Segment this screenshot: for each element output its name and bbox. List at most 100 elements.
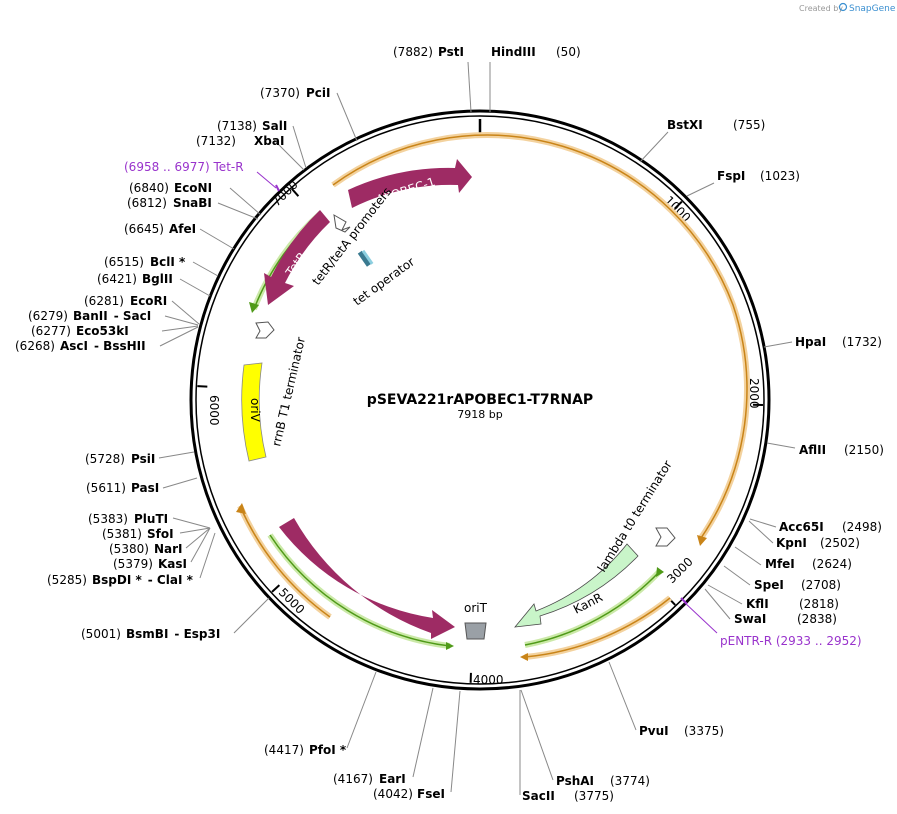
restriction-site[interactable]: (5728)PsiI	[85, 452, 155, 466]
primer-pentr-label: pENTR-R (2933 .. 2952)	[720, 634, 862, 648]
restriction-site[interactable]: (4167)EarI	[333, 772, 406, 786]
site-leader-line	[608, 661, 637, 731]
feature-tetr[interactable]	[264, 210, 330, 305]
site-position: (5001)	[81, 627, 121, 641]
site-name: SfoI	[147, 527, 174, 541]
restriction-site[interactable]: (5379)KasI	[113, 557, 187, 571]
site-position: (6515)	[104, 255, 144, 269]
restriction-site[interactable]: (5381) SfoI	[102, 527, 174, 541]
restriction-site[interactable]: (5611)PasI	[86, 481, 159, 495]
restriction-site[interactable]: (2838)SwaI	[734, 612, 837, 626]
restriction-site[interactable]: (3775)SacII	[522, 789, 614, 803]
restriction-site[interactable]: (3375)PvuI	[639, 724, 724, 738]
feature-lambda-terminator-arrow[interactable]	[655, 527, 676, 547]
restriction-site[interactable]: (7132)XbaI	[196, 134, 284, 148]
restriction-site[interactable]: (6279)BanII- SacI	[28, 309, 151, 323]
feature-trfa[interactable]	[279, 518, 455, 639]
site-leader-line	[158, 451, 195, 459]
site-position: (1732)	[842, 335, 882, 349]
site-position: (755)	[733, 118, 765, 132]
restriction-site[interactable]: (5380)NarI	[109, 542, 183, 556]
restriction-site[interactable]: (6515)BclI *	[104, 255, 186, 269]
restriction-site[interactable]: (6840)EcoNI	[129, 181, 212, 195]
restriction-site[interactable]: (5285)BspDI *- ClaI *	[47, 573, 194, 587]
site-position: (5728)	[85, 452, 125, 466]
credit-prefix: Created by	[799, 4, 843, 13]
site-position: (7370)	[260, 86, 300, 100]
site-leader-line	[450, 690, 461, 793]
site-position: (3775)	[574, 789, 614, 803]
restriction-site[interactable]: (2708)SpeI	[754, 578, 841, 592]
feature-oriv[interactable]	[241, 362, 267, 462]
site-name: BanII	[73, 309, 108, 323]
site-position: (6281)	[84, 294, 124, 308]
restriction-site[interactable]: (7138)SalI	[217, 119, 287, 133]
site-position: (5379)	[113, 557, 153, 571]
restriction-site[interactable]: (6421)BglII	[97, 272, 173, 286]
tick-mark	[271, 584, 281, 593]
site-position: (5611)	[86, 481, 126, 495]
site-leader-line	[336, 92, 358, 142]
restriction-site[interactable]: (1732) HpaI	[795, 335, 882, 349]
restriction-site[interactable]: (5383)PluTI	[88, 512, 168, 526]
site-name: Acc65I	[779, 520, 824, 534]
restriction-site[interactable]: (6277)Eco53kI	[31, 324, 129, 338]
feature-apobec1[interactable]	[348, 159, 472, 208]
site-leader-line	[159, 326, 199, 347]
site-position: (2624)	[812, 557, 852, 571]
restriction-site[interactable]: (4417) PfoI *	[264, 743, 347, 757]
orf-large-orange-line	[332, 134, 748, 539]
site-name: AscI	[60, 339, 88, 353]
restriction-site[interactable]: (1023)FspI	[717, 169, 800, 183]
site-leader-line	[763, 341, 793, 348]
feature-rrnb-terminator-arrow[interactable]	[255, 321, 275, 339]
restriction-site[interactable]: (2498)Acc65I	[779, 520, 882, 534]
site-name: EcoNI	[174, 181, 212, 195]
restriction-site[interactable]: (3774)PshAI	[556, 774, 650, 788]
plasmid-size: 7918 bp	[457, 408, 502, 421]
site-name: BstXI	[667, 118, 703, 132]
site-name: PfoI *	[309, 743, 347, 757]
restriction-site[interactable]: (5001)BsmBI- Esp3I	[81, 627, 220, 641]
primer-tetr-mark	[275, 184, 280, 192]
feature-kanr[interactable]	[514, 543, 639, 628]
site-name-secondary: - SacI	[114, 309, 151, 323]
restriction-site[interactable]: (4042)FseI	[373, 787, 445, 801]
site-position: (5285)	[47, 573, 87, 587]
site-position: (4417)	[264, 743, 304, 757]
restriction-site[interactable]: (2150)AflII	[799, 443, 884, 457]
site-leader-line	[164, 315, 199, 326]
site-name: HpaI	[795, 335, 826, 349]
site-leader-line	[467, 61, 472, 113]
restriction-site[interactable]: (2624)MfeI	[765, 557, 852, 571]
site-name: Eco53kI	[76, 324, 129, 338]
site-name: KpnI	[776, 536, 807, 550]
site-leader-line	[273, 139, 305, 171]
backbone-inner	[195, 115, 765, 685]
site-leader-line	[707, 584, 743, 605]
restriction-site[interactable]: (2502)KpnI	[776, 536, 860, 550]
site-position: (6268)	[15, 339, 55, 353]
restriction-site[interactable]: (6812)SnaBI	[127, 196, 212, 210]
feature-promoter-arrow[interactable]	[333, 214, 351, 233]
feature-orit[interactable]	[464, 622, 487, 640]
site-leader-line	[161, 325, 199, 332]
site-leader-line	[734, 546, 762, 566]
restriction-site[interactable]: (6268)AscI- BssHII	[15, 339, 146, 353]
restriction-site[interactable]: (2818)KflI	[746, 597, 839, 611]
restriction-site[interactable]: (7370)PciI	[260, 86, 331, 100]
site-name: KflI	[746, 597, 769, 611]
restriction-site[interactable]: (6281)EcoRI	[84, 294, 167, 308]
site-leader-line	[199, 532, 216, 579]
site-name: XbaI	[254, 134, 284, 148]
restriction-site[interactable]: (6645)AfeI	[124, 222, 196, 236]
restriction-site[interactable]: (7882)PstI	[393, 45, 464, 59]
restriction-site[interactable]: (50)HindIII	[491, 45, 581, 59]
site-position: (5381)	[102, 527, 142, 541]
site-name: PshAI	[556, 774, 594, 788]
feature-tet-operator[interactable]	[357, 250, 372, 267]
tick-mark	[290, 188, 300, 197]
restriction-site[interactable]: (755) BstXI	[667, 118, 765, 132]
site-leader-line	[185, 527, 211, 549]
feature-oriv-label: oriV	[248, 398, 262, 423]
